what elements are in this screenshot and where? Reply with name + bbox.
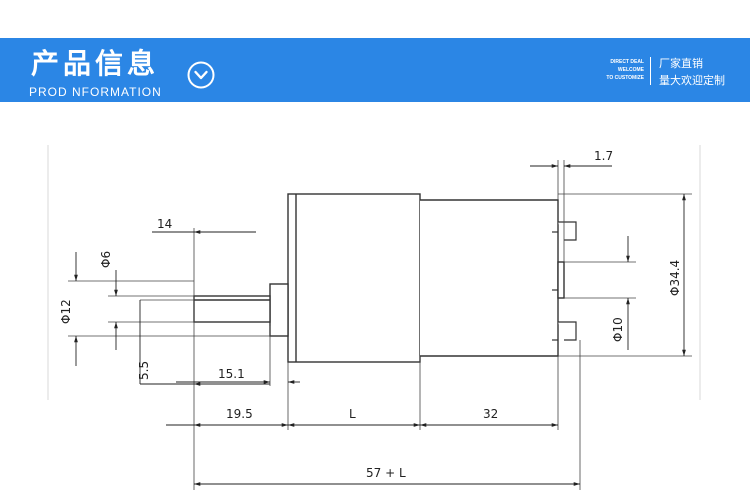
dim-diameter-34-4: Φ34.4 [668, 260, 682, 296]
dim-total-length: 57 + L [366, 466, 406, 480]
dim-length-L: L [349, 407, 356, 421]
dim-length-32: 32 [483, 407, 498, 421]
dim-length-15-1: 15.1 [218, 367, 245, 381]
page-subtitle: PROD NFORMATION [29, 85, 162, 99]
dim-length-19-5: 19.5 [226, 407, 253, 421]
motor-outline [193, 193, 565, 363]
dim-thickness-1-7: 1.7 [594, 149, 613, 163]
chevron-down-circle-icon[interactable] [187, 61, 215, 89]
dim-diameter-6: Φ6 [99, 251, 113, 268]
slogan-divider [650, 57, 651, 85]
slogan-english: DIRECT DEAL WELCOME TO CUSTOMIZE [606, 59, 644, 81]
page-title: 产品信息 [31, 47, 160, 80]
slogan-chinese: 厂家直销 量大欢迎定制 [659, 57, 725, 87]
dim-length-14: 14 [157, 217, 172, 231]
dim-diameter-12: Φ12 [59, 299, 73, 324]
motor-terminals [552, 221, 577, 341]
header-banner [0, 38, 750, 102]
dim-length-5-5: 5.5 [137, 361, 151, 380]
dim-diameter-10: Φ10 [611, 317, 625, 342]
